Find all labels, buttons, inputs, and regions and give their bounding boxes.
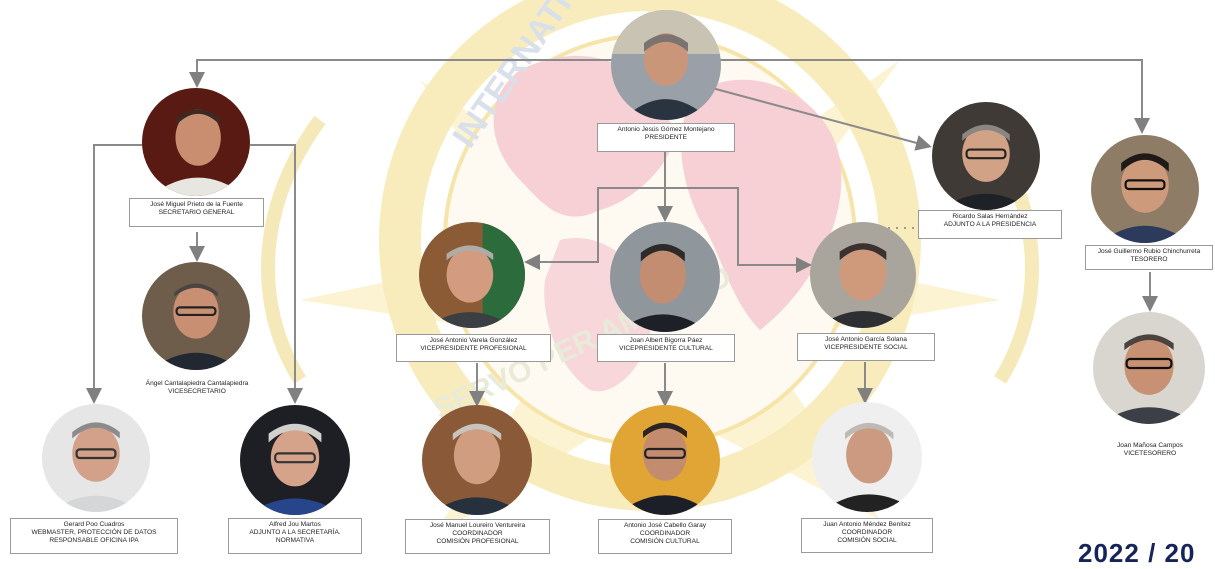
person-name: José Manuel Loureiro Ventureira (429, 522, 526, 529)
person-role: PRESIDENTE (644, 134, 688, 141)
person-role-line2: NORMATIVA (275, 537, 315, 544)
portrait-vicetesorero (1093, 312, 1205, 424)
person-role: SECRETARIO GENERAL (158, 209, 235, 216)
person-name: José Miguel Prieto de la Fuente (150, 201, 243, 208)
portrait-webmaster (42, 404, 150, 512)
label-webmaster: Gerard Poo Cuadros WEBMASTER, PROTECCIÓN… (10, 518, 178, 554)
portrait-vp-social (810, 222, 916, 328)
portrait-tesorero (1091, 135, 1199, 243)
person-role: VICEPRESIDENTE CULTURAL (619, 345, 713, 352)
label-vp-profesional: José Antonio Varela González VICEPRESIDE… (396, 334, 551, 362)
label-tesorero: José Guillermo Rubio Chinchurreta TESORE… (1085, 245, 1213, 270)
portrait-vp-profesional (419, 222, 525, 328)
org-connectors (86, 59, 1158, 407)
person-role-line2: COMISIÓN SOCIAL (837, 537, 897, 544)
connector (665, 187, 812, 273)
person-name: José Guillermo Rubio Chinchurreta (1097, 248, 1201, 255)
portrait-vp-cultural (610, 222, 720, 332)
person-name: Ricardo Salas Hernández (952, 213, 1028, 220)
portrait-adjunto-presidencia (932, 102, 1040, 210)
person-role: COORDINADOR (639, 530, 691, 537)
connector (86, 144, 145, 404)
label-coord-cultural: Antonio José Cabello Garay COORDINADOR C… (598, 519, 732, 554)
person-role-line2: COMISIÓN PROFESIONAL (436, 538, 519, 545)
label-vp-cultural: Joan Albert Bigorra Páez VICEPRESIDENTE … (597, 334, 735, 362)
portrait-coord-profesional (422, 405, 532, 515)
portrait-coord-social (812, 402, 922, 512)
person-role: WEBMASTER, PROTECCIÓN DE DATOS (31, 529, 157, 536)
person-name: José Antonio Varela González (429, 337, 518, 344)
label-adjunto-presidencia: Ricardo Salas Hernández ADJUNTO A LA PRE… (918, 210, 1062, 239)
connector (189, 59, 612, 88)
label-vicesecretario: Ángel Cantalapiedra Cantalapiedra VICESE… (130, 378, 264, 400)
laurel (261, 115, 326, 384)
person-name: José Antonio García Solana (825, 336, 907, 343)
label-adjunto-secretaria: Alfred Jou Martos ADJUNTO A LA SECRETARÍ… (228, 518, 362, 554)
person-role-line2: COMISIÓN CULTURAL (630, 538, 700, 545)
label-president: Antonio Jesús Gómez Montejano PRESIDENTE (597, 123, 735, 152)
portrait-vicesecretario (142, 262, 250, 370)
person-name: Antonio José Cabello Garay (623, 522, 707, 529)
person-role: COORDINADOR (841, 529, 893, 536)
label-vicetesorero: Joan Mañosa Campos VICETESORERO (1100, 440, 1200, 462)
person-role: VICESECRETARIO (168, 388, 226, 395)
label-coord-profesional: José Manuel Loureiro Ventureira COORDINA… (405, 519, 550, 554)
person-name: Alfred Jou Martos (269, 521, 321, 528)
person-name: Ángel Cantalapiedra Cantalapiedra (145, 380, 249, 387)
connector (720, 59, 1150, 134)
label-vp-social: José Antonio García Solana VICEPRESIDENT… (797, 333, 935, 361)
portrait-secretario (142, 88, 250, 196)
person-role: ADJUNTO A LA PRESIDENCIA (943, 221, 1037, 228)
person-name: Antonio Jesús Gómez Montejano (617, 126, 715, 133)
connector (711, 87, 932, 151)
person-role: ADJUNTO A LA SECRETARÍA. (249, 529, 341, 536)
connector (524, 187, 665, 270)
person-role: COORDINADOR (452, 530, 503, 537)
person-name: Gerard Poo Cuadros (63, 521, 125, 528)
portrait-adjunto-secretaria (240, 405, 350, 515)
label-coord-social: Juan Antonio Méndez Benítez COORDINADOR … (801, 518, 933, 553)
person-name: Joan Albert Bigorra Páez (629, 337, 703, 344)
connector (250, 144, 303, 404)
person-role: VICEPRESIDENTE SOCIAL (824, 344, 908, 351)
person-role: TESORERO (1130, 256, 1168, 263)
portrait-president (611, 10, 721, 120)
person-name: Joan Mañosa Campos (1117, 442, 1183, 449)
person-role: VICETESORERO (1123, 450, 1177, 457)
person-role-line2: RESPONSABLE OFICINA IPA (49, 537, 139, 544)
person-role: VICEPRESIDENTE PROFESIONAL (420, 345, 527, 352)
person-name: Juan Antonio Méndez Benítez (823, 521, 911, 528)
label-secretario: José Miguel Prieto de la Fuente SECRETAR… (129, 198, 264, 227)
year-mark: 2022 / 20 (1078, 538, 1196, 568)
portrait-coord-cultural (610, 405, 720, 515)
